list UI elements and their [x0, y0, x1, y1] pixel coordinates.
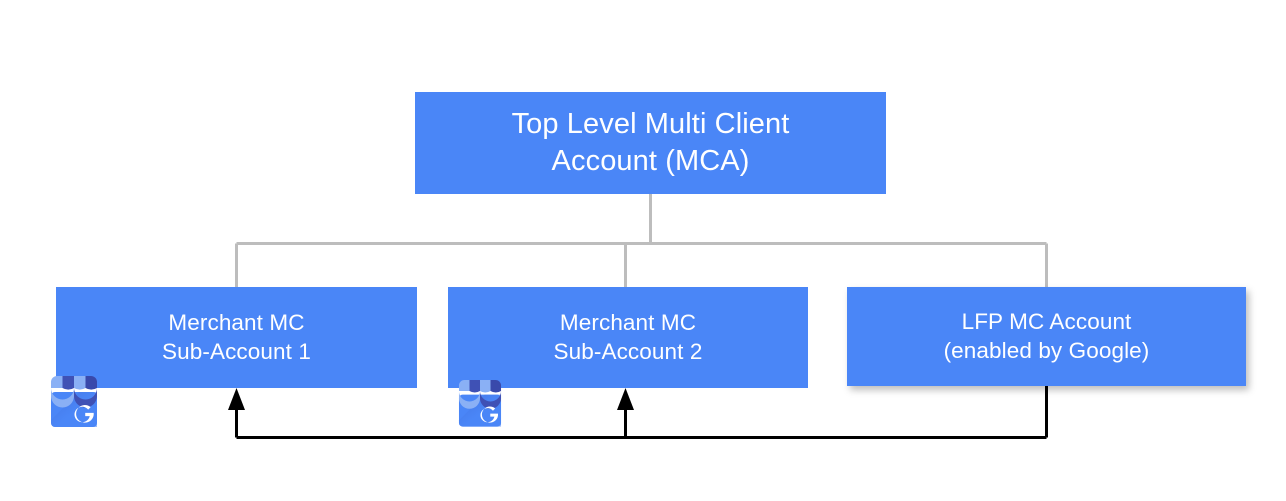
node-lfp-mc-account[interactable]: LFP MC Account (enabled by Google)	[847, 287, 1246, 386]
node-label-sub-account-1: Merchant MC Sub-Account 1	[162, 309, 311, 364]
node-top-level-mca[interactable]: Top Level Multi Client Account (MCA)	[415, 92, 886, 194]
node-label-mca: Top Level Multi Client Account (MCA)	[511, 107, 790, 177]
google-my-business-storefront-icon	[51, 376, 97, 427]
arrowhead-to-sub1	[228, 388, 245, 410]
node-label-sub-account-2: Merchant MC Sub-Account 2	[553, 309, 703, 364]
node-merchant-mc-sub-account-1[interactable]: Merchant MC Sub-Account 1	[56, 287, 417, 388]
node-label-lfp: LFP MC Account (enabled by Google)	[943, 308, 1150, 363]
node-merchant-mc-sub-account-2[interactable]: Merchant MC Sub-Account 2	[448, 287, 808, 388]
google-my-business-storefront-icon	[458, 379, 502, 427]
arrowhead-to-sub2	[617, 388, 634, 410]
